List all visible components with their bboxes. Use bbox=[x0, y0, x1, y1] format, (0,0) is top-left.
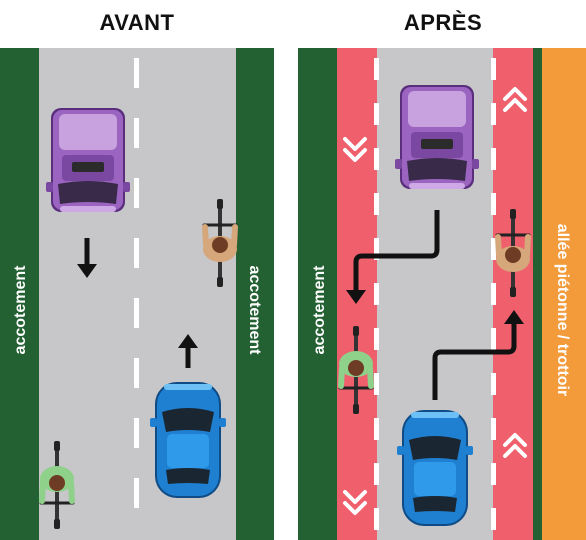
van-icon bbox=[395, 85, 479, 189]
direction-arrow-icon bbox=[346, 210, 440, 304]
bike-lane-marking bbox=[374, 58, 496, 530]
left-shoulder bbox=[0, 48, 39, 540]
center-lane-marking bbox=[134, 58, 139, 508]
sidewalk-label: allée piétonne / trottoir bbox=[554, 224, 571, 396]
left-shoulder bbox=[298, 48, 337, 540]
verge-strip bbox=[533, 48, 542, 540]
sidewalk bbox=[542, 48, 586, 540]
left-shoulder-label: accotement bbox=[12, 265, 29, 355]
right-shoulder-label: accotement bbox=[246, 266, 263, 356]
before-panel: accotement accotement bbox=[0, 48, 274, 540]
right-shoulder bbox=[236, 48, 274, 540]
van-icon bbox=[46, 108, 130, 212]
left-shoulder-label: accotement bbox=[311, 265, 328, 355]
direction-arrow-icon bbox=[432, 310, 524, 400]
car-icon bbox=[397, 410, 473, 526]
direction-arrow-icon bbox=[77, 238, 97, 278]
car-icon bbox=[150, 382, 226, 498]
after-panel: accotement allée piétonne / trottoir bbox=[298, 48, 586, 540]
avant-title: AVANT bbox=[99, 10, 175, 35]
apres-title: APRÈS bbox=[403, 10, 483, 35]
direction-arrow-icon bbox=[178, 334, 198, 368]
